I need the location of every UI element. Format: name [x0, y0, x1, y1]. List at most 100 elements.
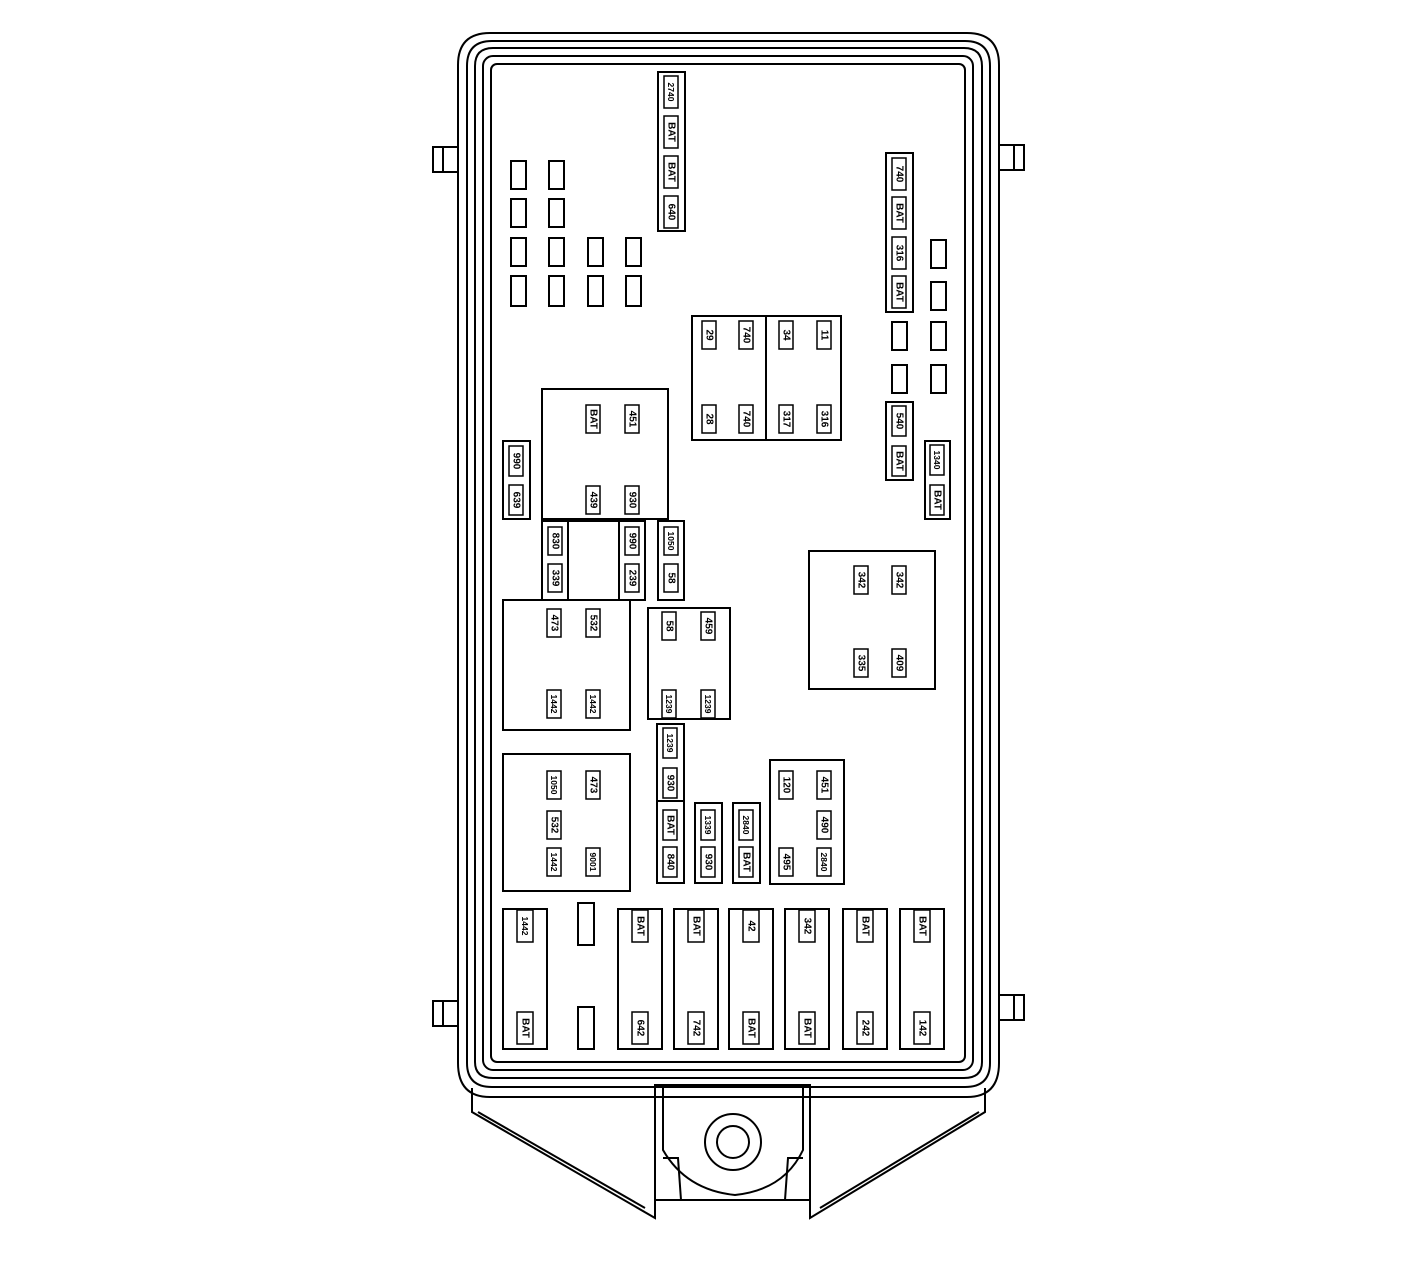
maxi-fuse-spare [577, 1006, 595, 1050]
svg-text:451: 451 [627, 411, 638, 428]
svg-text:930: 930 [703, 854, 714, 871]
fuse-label: 242 [856, 1011, 874, 1045]
svg-text:740: 740 [741, 411, 752, 428]
fuse-label: 532 [585, 608, 601, 638]
svg-text:740: 740 [894, 166, 905, 183]
empty-fuse-slot [930, 239, 947, 269]
empty-fuse-slot [548, 198, 565, 228]
svg-text:990: 990 [511, 453, 522, 470]
svg-text:342: 342 [894, 572, 905, 589]
svg-text:2840: 2840 [819, 853, 829, 872]
maxi-fuse [842, 908, 888, 1050]
svg-text:342: 342 [802, 918, 813, 935]
fuse-strip-frame [541, 520, 569, 601]
fuse-label: BAT [738, 846, 754, 878]
svg-text:439: 439 [588, 492, 599, 509]
fuse-label: BAT [891, 445, 907, 477]
svg-text:451: 451 [819, 777, 830, 794]
fuse-label: 930 [700, 846, 716, 878]
svg-text:BAT: BAT [746, 1018, 757, 1038]
svg-text:28: 28 [704, 413, 715, 425]
svg-text:490: 490 [819, 817, 830, 834]
empty-fuse-slot [587, 275, 604, 307]
stud-outer-ring [704, 1113, 762, 1171]
fuse-label: 473 [585, 770, 601, 800]
svg-text:BAT: BAT [666, 122, 677, 142]
svg-text:BAT: BAT [802, 1018, 813, 1038]
empty-fuse-slot [548, 237, 565, 267]
empty-fuse-slot [587, 237, 604, 267]
fuse-label: 740 [738, 320, 754, 350]
svg-text:11: 11 [819, 330, 830, 341]
empty-fuse-slot [510, 237, 527, 267]
relay-left-b [502, 753, 631, 892]
fuse-label: 540 [891, 405, 907, 437]
fuse-label: 1442 [546, 847, 562, 877]
svg-text:42: 42 [746, 920, 757, 932]
fuse-label: 142 [913, 1011, 931, 1045]
fuse-label: 532 [546, 810, 562, 840]
empty-fuse-slot [548, 275, 565, 307]
fuse-strip-frame [656, 800, 685, 884]
svg-text:1239: 1239 [703, 695, 713, 714]
svg-text:532: 532 [549, 817, 560, 834]
svg-text:473: 473 [549, 615, 560, 632]
relay-small [647, 607, 731, 720]
fuse-label: BAT [516, 1011, 534, 1045]
fuse-strip-frame [657, 71, 686, 232]
svg-text:34: 34 [781, 329, 792, 341]
fuse-label: 451 [816, 770, 832, 800]
fuse-label: 740 [738, 404, 754, 434]
fuse-label: 1442 [516, 909, 534, 943]
svg-text:1239: 1239 [665, 734, 675, 753]
svg-text:120: 120 [781, 777, 792, 794]
bracket-center-block [654, 1084, 811, 1201]
fuse-label: 490 [816, 810, 832, 840]
fuse-label: 640 [663, 195, 679, 229]
svg-text:BAT: BAT [894, 203, 905, 223]
fuse-label: 342 [891, 565, 907, 595]
fuse-label: 11 [816, 320, 832, 350]
fuse-label: 42 [742, 909, 760, 943]
fuse-strip-frame [924, 440, 951, 520]
svg-text:142: 142 [917, 1020, 928, 1037]
empty-fuse-slots [510, 160, 947, 394]
svg-text:BAT: BAT [666, 162, 677, 182]
empty-fuse-slot [510, 275, 527, 307]
fuse-label: 642 [631, 1011, 649, 1045]
maxi-fuse [502, 908, 548, 1050]
svg-text:409: 409 [894, 655, 905, 672]
fuse-label: 1050 [546, 770, 562, 800]
fuse-label: 58 [661, 611, 677, 641]
fuse-label: BAT [891, 196, 907, 230]
fuse-label: 28 [701, 404, 717, 434]
svg-text:339: 339 [550, 570, 561, 587]
svg-text:532: 532 [588, 615, 599, 632]
fuse-label: BAT [585, 404, 601, 434]
fuse-label: BAT [929, 484, 945, 516]
mounting-tab-top-right [998, 144, 1025, 171]
fuse-label: 342 [798, 909, 816, 943]
empty-fuse-slot [930, 321, 947, 351]
svg-text:1050: 1050 [549, 776, 559, 795]
housing-outer-outline [457, 32, 1000, 1098]
svg-text:317: 317 [781, 411, 792, 428]
svg-text:1340: 1340 [932, 451, 942, 470]
fuse-label: 2840 [738, 809, 754, 841]
svg-text:473: 473 [588, 777, 599, 794]
fuse-label: 9001 [585, 847, 601, 877]
fuse-label: 1239 [700, 689, 716, 719]
svg-text:58: 58 [664, 620, 675, 632]
fuse-label: 316 [816, 404, 832, 434]
svg-text:540: 540 [894, 413, 905, 430]
maxi-fuse-spare [577, 902, 595, 946]
empty-fuse-slot [930, 364, 947, 394]
svg-text:242: 242 [860, 1020, 871, 1037]
svg-text:1442: 1442 [588, 695, 598, 714]
fuse-label: 742 [687, 1011, 705, 1045]
fuse-strip-frame [694, 802, 723, 884]
fuse-strip-frame [885, 152, 914, 313]
fuse-label: 1339 [700, 809, 716, 841]
relay-left-a [502, 599, 631, 731]
